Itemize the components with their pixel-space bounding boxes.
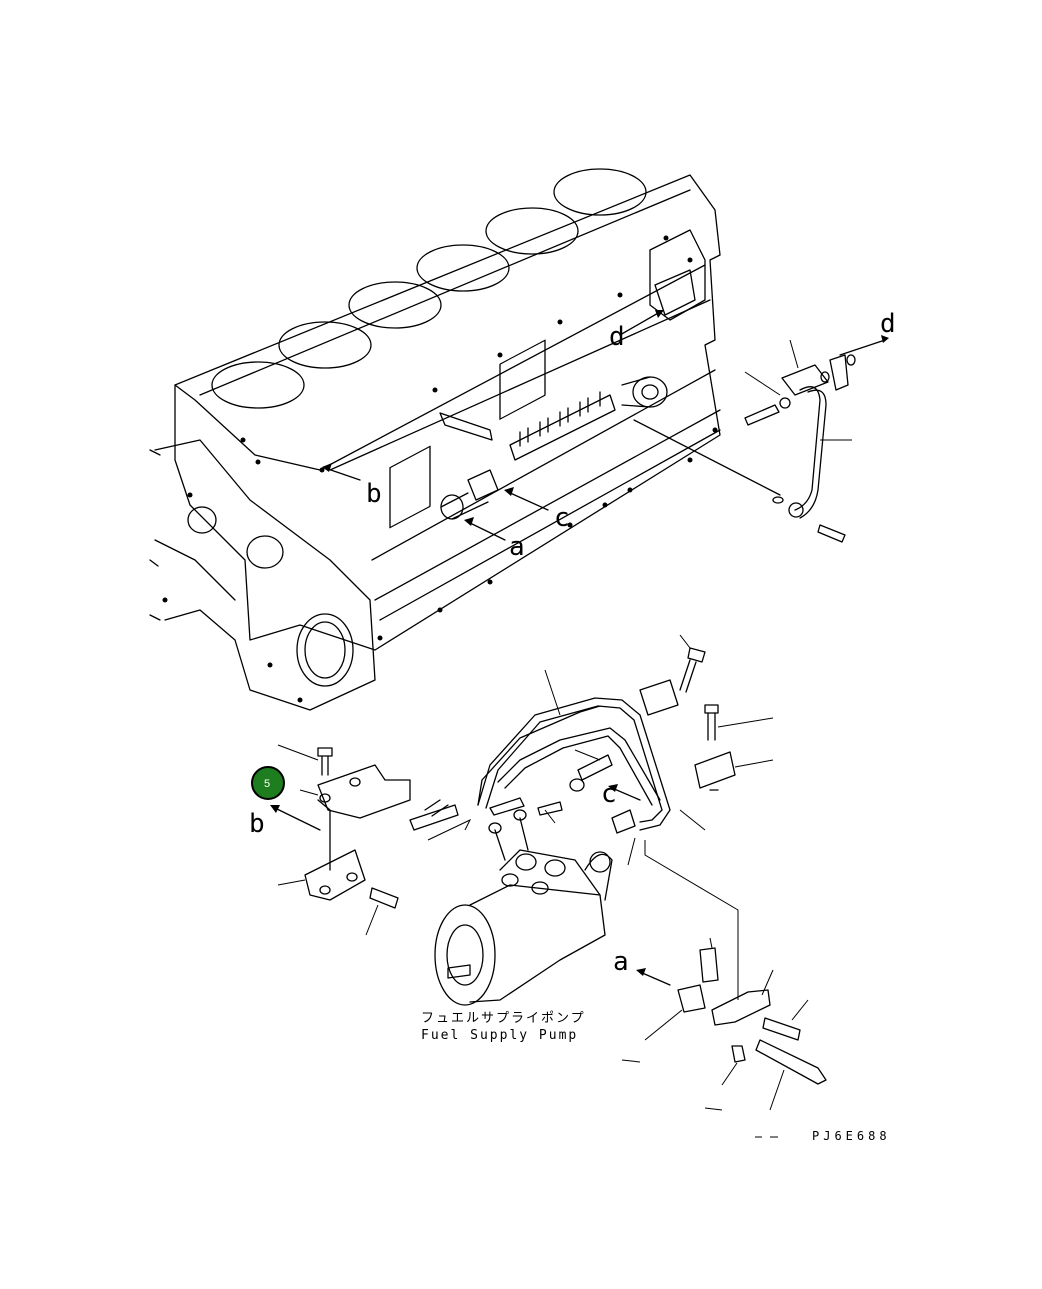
label-c-lower: c — [601, 779, 617, 809]
pump-flange — [434, 904, 496, 1006]
caption-english: Fuel Supply Pump — [421, 1028, 578, 1043]
upper-fuel-line-assembly — [744, 335, 889, 543]
pipe-clamp-left — [409, 804, 459, 831]
label-a-lower: a — [613, 947, 629, 977]
lower-bracket — [304, 849, 366, 901]
label-d-right: d — [880, 309, 896, 339]
callout-number: 5 — [264, 778, 270, 790]
label-c-block: c — [554, 503, 570, 533]
fuel-supply-pump-assembly — [270, 634, 827, 1111]
callout-badge-5[interactable]: 5 — [251, 766, 285, 800]
label-b-lower: b — [249, 809, 265, 839]
label-b-block: b — [366, 479, 382, 509]
label-a-block: a — [509, 532, 525, 562]
front-cover-opening — [296, 613, 354, 687]
engine-block — [149, 168, 721, 711]
block-arrows — [322, 310, 781, 541]
cylinder-bore-1 — [211, 361, 305, 409]
cylinder-bore-6 — [553, 168, 647, 216]
label-d-block: d — [609, 322, 625, 352]
lower-right-clamp — [711, 989, 771, 1026]
caption-japanese: フュエルサプライポンプ — [421, 1011, 586, 1026]
cylinder-bore-3 — [348, 281, 442, 329]
upper-bracket — [317, 764, 411, 819]
cylinder-bore-4 — [416, 244, 510, 292]
cylinder-bore-5 — [485, 207, 579, 255]
cylinder-bore-2 — [278, 321, 372, 369]
drawing-code: PJ6E688 — [812, 1129, 891, 1143]
